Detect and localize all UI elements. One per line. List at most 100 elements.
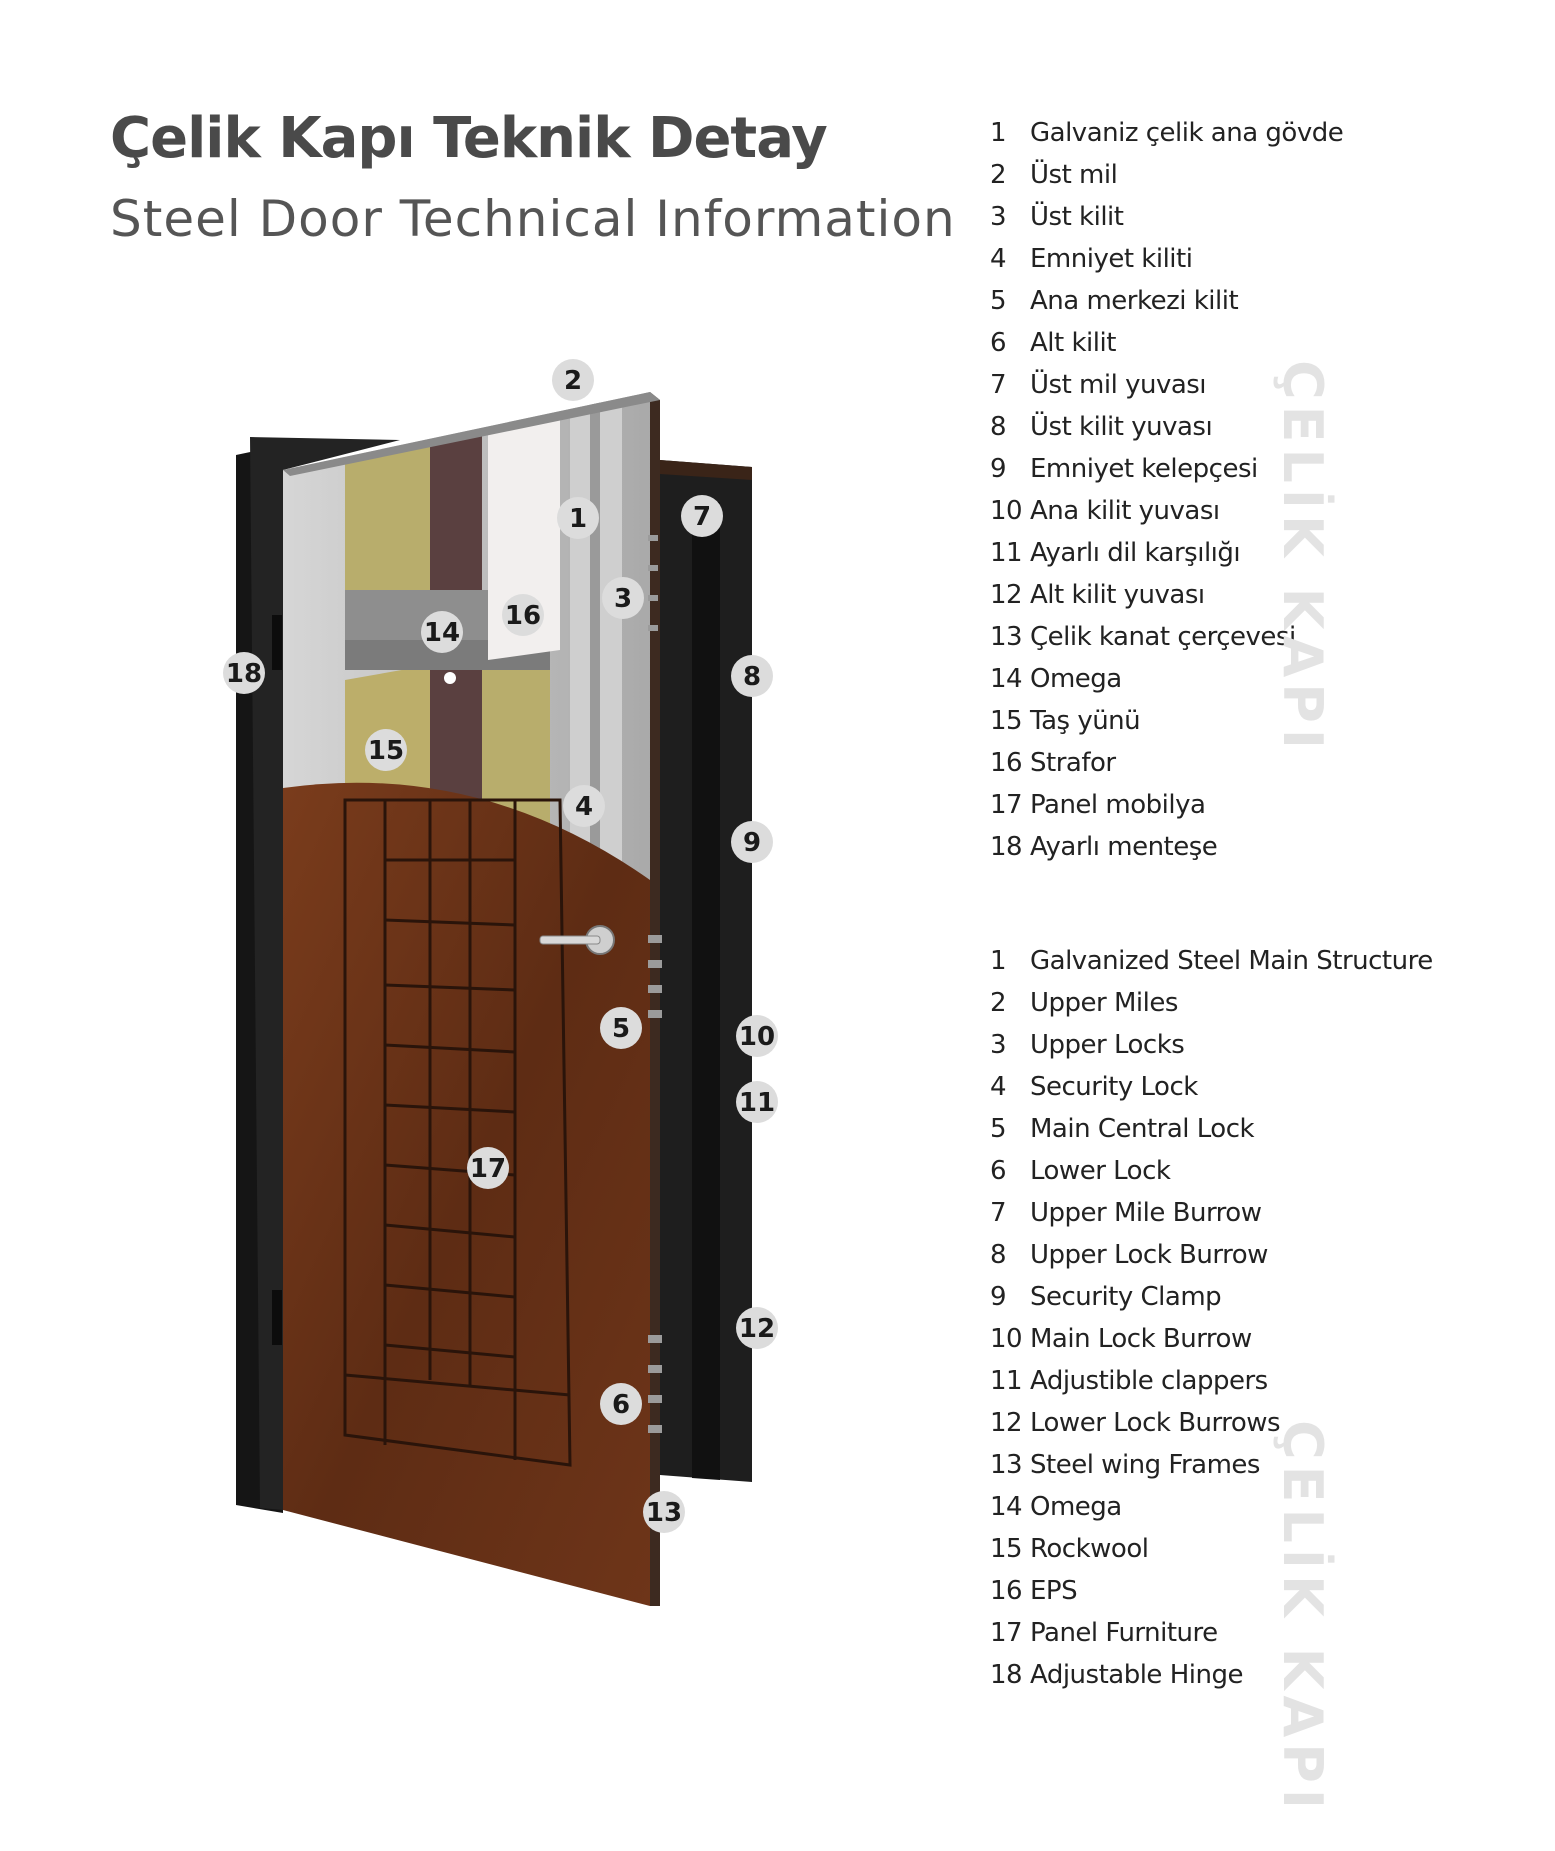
legend-item-number: 14: [990, 1492, 1023, 1522]
callout-number: 13: [646, 1498, 682, 1528]
callout-marker: 16: [502, 594, 544, 636]
callout-number: 15: [368, 736, 404, 766]
legend-item-label: Üst kilit: [1030, 202, 1124, 232]
wood-panel: [283, 782, 650, 1606]
callout-circle: [736, 1081, 778, 1123]
callout-number: 12: [739, 1314, 775, 1344]
callout-number: 6: [612, 1390, 630, 1420]
watermark-top: ÇELİK KAPI: [1271, 360, 1334, 755]
legend-item-label: Upper Mile Burrow: [1030, 1198, 1262, 1228]
legend-item-label: Panel mobilya: [1030, 790, 1206, 820]
legend-item-label: Ana merkezi kilit: [1030, 286, 1239, 316]
callout-marker: 1: [557, 497, 599, 539]
legend-item: 1 Galvaniz çelik ana gövde: [990, 112, 1344, 154]
door-edge: [650, 392, 660, 1606]
callout-marker: 15: [365, 729, 407, 771]
legend-item-number: 18: [990, 832, 1023, 862]
legend-item-number: 3: [990, 1030, 1007, 1060]
legend-item-label: Strafor: [1030, 748, 1116, 778]
legend-item: 6 Alt kilit: [990, 322, 1343, 364]
legend-item-number: 12: [990, 580, 1023, 610]
legend-item-number: 1: [990, 118, 1007, 148]
legend-item-number: 1: [990, 946, 1007, 976]
callout-marker: 4: [563, 785, 605, 827]
legend-item-label: Üst kilit yuvası: [1030, 412, 1213, 442]
legend-item-number: 17: [990, 790, 1023, 820]
callout-circle: [563, 785, 605, 827]
legend-item-label: Steel wing Frames: [1030, 1450, 1260, 1480]
callout-marker: 9: [731, 821, 773, 863]
legend-item-number: 16: [990, 748, 1023, 778]
legend-item-label: Alt kilit yuvası: [1030, 580, 1205, 610]
callout-number: 1: [569, 504, 587, 534]
rockwool-panel-top: [345, 445, 430, 605]
legend-item-label: Alt kilit: [1030, 328, 1116, 358]
callout-number: 9: [743, 828, 761, 858]
legend-item-number: 10: [990, 1324, 1023, 1354]
omega-hole: [444, 672, 456, 684]
legend-item-label: Omega: [1030, 1492, 1122, 1522]
callout-circle: [736, 1307, 778, 1349]
door-handle: [539, 925, 615, 955]
hinge-frame-left-face: [250, 437, 400, 1510]
legend-item-number: 4: [990, 244, 1007, 274]
eps-panel: [488, 418, 560, 660]
callout-circle: [467, 1147, 509, 1189]
legend-item-number: 5: [990, 286, 1007, 316]
callout-marker: 11: [736, 1081, 778, 1123]
legend-item-number: 15: [990, 1534, 1023, 1564]
frame-top-cap: [660, 460, 752, 480]
legend-item-label: Ana kilit yuvası: [1030, 496, 1220, 526]
legend-item-number: 5: [990, 1114, 1007, 1144]
legend-item-label: Adjustible clappers: [1030, 1366, 1268, 1396]
callout-number: 7: [693, 502, 711, 532]
callout-marker: 12: [736, 1307, 778, 1349]
callout-number: 11: [739, 1088, 775, 1118]
callout-marker: 7: [681, 495, 723, 537]
legend-item-number: 6: [990, 328, 1007, 358]
callout-number: 17: [470, 1154, 506, 1184]
callout-marker: 14: [421, 611, 463, 653]
callout-circle: [731, 655, 773, 697]
legend-item-label: Üst mil: [1030, 160, 1118, 190]
callout-circle: [502, 594, 544, 636]
callout-circle: [600, 1007, 642, 1049]
legend-item-label: EPS: [1030, 1576, 1078, 1606]
legend-item-label: Adjustable Hinge: [1030, 1660, 1243, 1690]
legend-item-label: Security Lock: [1030, 1072, 1198, 1102]
callout-number: 16: [505, 601, 541, 631]
legend-item-label: Security Clamp: [1030, 1282, 1222, 1312]
watermark-bottom: ÇELİK KAPI: [1271, 1420, 1334, 1815]
legend-item-label: Galvaniz çelik ana gövde: [1030, 118, 1344, 148]
callout-circle: [602, 577, 644, 619]
callout-circle: [681, 495, 723, 537]
callout-marker: 8: [731, 655, 773, 697]
legend-item-number: 17: [990, 1618, 1023, 1648]
callout-marker: 10: [736, 1015, 778, 1057]
legend-item-label: Rockwool: [1030, 1534, 1149, 1564]
legend-item-number: 2: [990, 988, 1007, 1018]
legend-item-number: 9: [990, 1282, 1007, 1312]
legend-item-number: 14: [990, 664, 1023, 694]
callout-circle: [365, 729, 407, 771]
legend-item-label: Üst mil yuvası: [1030, 370, 1207, 400]
legend-item-label: Lower Lock: [1030, 1156, 1171, 1186]
legend-item-number: 13: [990, 622, 1023, 652]
legend-item-label: Emniyet kelepçesi: [1030, 454, 1258, 484]
